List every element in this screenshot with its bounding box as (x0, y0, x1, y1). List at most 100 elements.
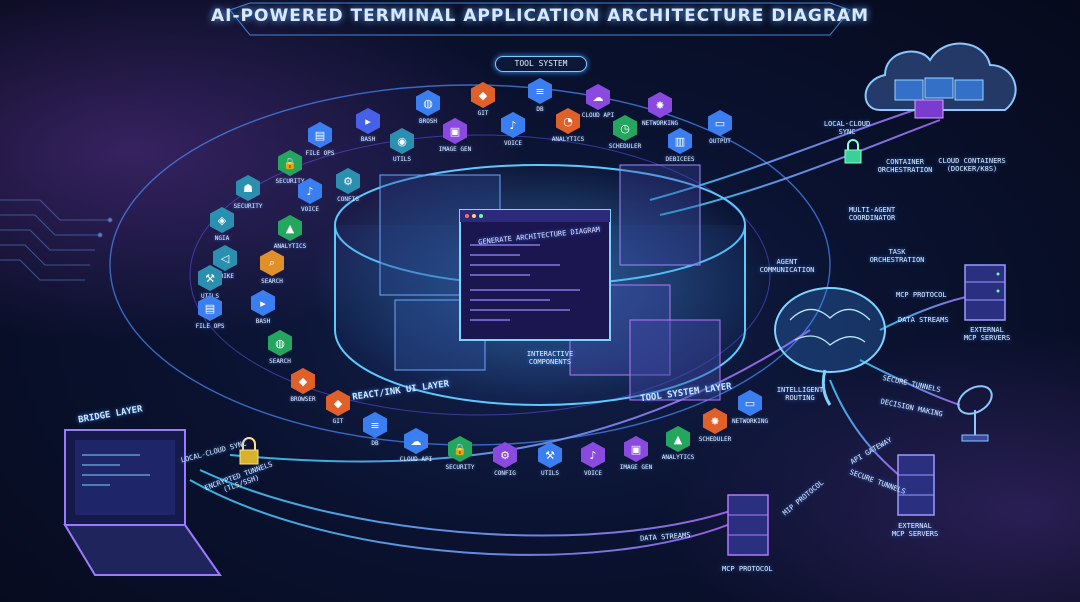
tool-utils: ⚒ UTILS (495, 442, 605, 477)
network-icon: ✸ (703, 408, 727, 434)
tool-file-ops: ▤FILE OPS (265, 122, 375, 157)
tool-git: ◆ GIT (283, 390, 393, 425)
circuit-traces (0, 199, 113, 281)
database-icon: ≡ (528, 78, 552, 104)
tool-analytics: ▲ ANALYTICS (623, 426, 733, 461)
cloud-containers-label: CLOUD CONTAINERS (DOCKER/K8S) (938, 157, 1006, 174)
agent-communication-label: AGENT COMMUNICATION (759, 258, 815, 275)
tool-label: BASH (255, 318, 271, 325)
tool-system-badge: TOOL SYSTEM (495, 56, 587, 72)
local-cloud-sync-label: LOCAL-CLOUD SYNC (823, 120, 871, 137)
tool-analytics: ▲ANALYTICS (235, 215, 345, 250)
tool-label: GIT (477, 110, 489, 117)
terminal-icon: ▸ (251, 290, 275, 316)
tool-debicees: ▥DEBICEES (625, 128, 735, 163)
network-icon: ✸ (648, 92, 672, 118)
tool-voice: ♪ VOICE (538, 442, 648, 477)
tool-label: FILE OPS (305, 150, 335, 157)
main-terminal (459, 209, 611, 341)
tool-label: SEARCH (269, 358, 291, 365)
tool-ngia: ◈NGIA (167, 207, 277, 242)
mcp-protocol-right-label: MCP PROTOCOL (896, 291, 947, 299)
tool-label: UTILS (540, 470, 560, 477)
tool-db: ≡ DB (485, 78, 595, 113)
tool-label: UTILS (392, 156, 412, 163)
tool-label: BASH (360, 136, 376, 143)
node-icon: ◈ (210, 207, 234, 233)
tool-label: CONFIG (337, 196, 359, 203)
laptop (63, 429, 222, 576)
interactive-components-label: INTERACTIVE COMPONENTS (526, 350, 574, 367)
git-icon: ◆ (326, 390, 350, 416)
container-orchestration-label: CONTAINER ORCHESTRATION (877, 158, 933, 175)
tool-label: SEARCH (261, 278, 283, 285)
tool-cloud-api: ☁CLOUD API (361, 428, 471, 463)
tool-label: SECURITY (275, 178, 305, 185)
device-icon: ▥ (668, 128, 692, 154)
tool-label: IMAGE GEN (438, 146, 472, 153)
wrench-icon: ⚒ (538, 442, 562, 468)
tool-voice: ♪ VOICE (255, 178, 365, 213)
tool-image-gen: ▣IMAGE GEN (581, 436, 691, 471)
tool-networking: ✸NETWORKING (605, 92, 715, 127)
tool-label: BROWSER (290, 396, 316, 403)
tool-label: SCHEDULER (608, 143, 642, 150)
tool-label: IMAGE GEN (619, 464, 653, 471)
tool-security: ☗SECURITY (193, 175, 303, 210)
printer-icon: ▭ (738, 390, 762, 416)
tool-file-ops: ▤FILE OPS (155, 295, 265, 330)
tool-voike: ◁VOIKE (170, 245, 280, 280)
tool-label: SECURITY (233, 203, 263, 210)
tool-label: OUTPUT (709, 138, 731, 145)
task-orchestration-label: TASK ORCHESTRATION (869, 248, 925, 265)
server-stack-bottom (727, 494, 769, 556)
git-icon: ◆ (471, 82, 495, 108)
git-icon: ◆ (291, 368, 315, 394)
mic-icon: ♪ (298, 178, 322, 204)
tool-image-gen: ▣IMAGE GEN (400, 118, 510, 153)
tool-bash: ▸ BASH (208, 290, 318, 325)
tool-search: ◍SEARCH (225, 330, 335, 365)
tool-label: SECURITY (445, 464, 475, 471)
database-icon: ≡ (363, 412, 387, 438)
side-panels (379, 164, 721, 401)
gear-icon: ⚙ (493, 442, 517, 468)
inner-orbit (189, 134, 771, 416)
tool-output: ▭OUTPUT (665, 110, 775, 145)
server-stack-bottom-right (897, 454, 935, 516)
globe-icon: ◍ (416, 90, 440, 116)
data-streams-right-label: DATA STREAMS (898, 316, 949, 324)
tool-db: ≡DB (320, 412, 430, 447)
tool-utils: ◉UTILS (347, 128, 457, 163)
tool-label: NETWORKING (731, 418, 769, 425)
tool-label: VOIKE (215, 273, 235, 280)
tool-label: CONFIG (494, 470, 516, 477)
tool-label: BROSH (418, 118, 438, 125)
cloud-icon: ☁ (404, 428, 428, 454)
tools-icon: ⚒ (198, 265, 222, 291)
tool-git: ◆ GIT (428, 82, 538, 117)
page-title: AI-POWERED TERMINAL APPLICATION ARCHITEC… (211, 6, 869, 26)
tool-config: ⚙CONFIG (293, 168, 403, 203)
tool-label: ANALYTICS (273, 243, 307, 250)
tool-cloud-api: ☁CLOUD API (543, 84, 653, 119)
tool-config: ⚙ CONFIG (450, 442, 560, 477)
data-flow-lines (189, 104, 976, 556)
server-stack-right (964, 264, 1006, 321)
chart-icon: ▲ (666, 426, 690, 452)
tool-label: ANALYTICS (661, 454, 695, 461)
tool-label: VOICE (300, 206, 320, 213)
tool-label: VOICE (583, 470, 603, 477)
tool-brosh: ◍ BROSH (373, 90, 483, 125)
mic-icon: ♪ (581, 442, 605, 468)
tool-analytics: ◔ANALYTICS (513, 108, 623, 143)
tool-label: DB (536, 106, 544, 113)
tool-label: SCHEDULER (698, 436, 732, 443)
tool-label: GIT (332, 418, 344, 425)
tool-security: 🔒SECURITY (405, 436, 515, 471)
tool-bash: ▸BASH (313, 108, 423, 143)
tool-label: FILE OPS (195, 323, 225, 330)
external-mcp-servers-bottom-label: EXTERNAL MCP SERVERS (891, 522, 939, 539)
lock-icon-left (239, 437, 259, 465)
